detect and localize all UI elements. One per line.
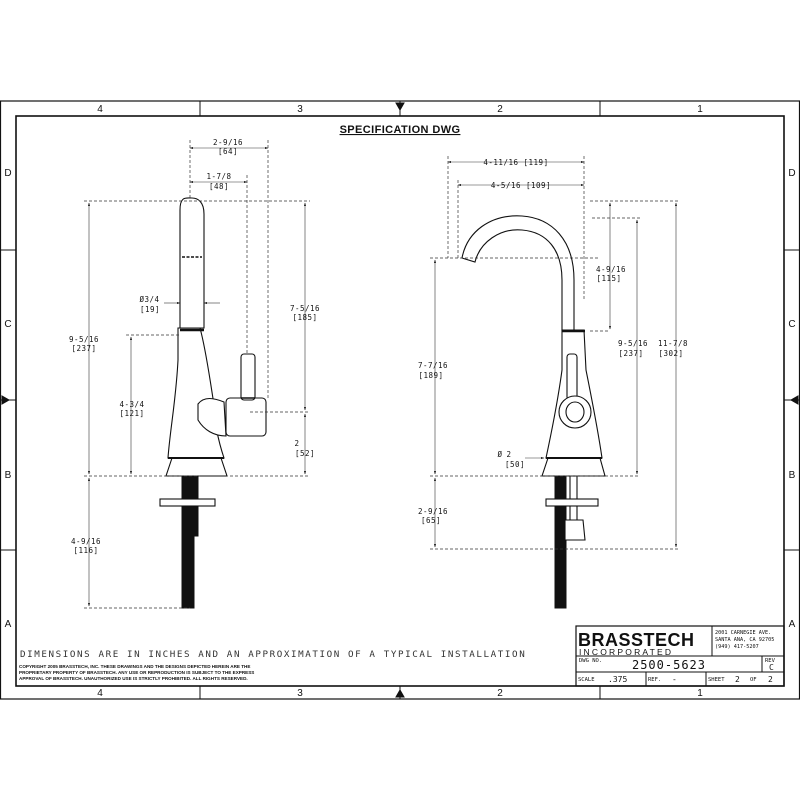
zone-labels: 4 3 2 1 4 3 2 1 D C B A D C B A: [4, 104, 795, 699]
sheet-value: 2: [735, 675, 740, 684]
dim-height-total-mm: [237]: [71, 344, 96, 353]
spout-tube: [179, 197, 205, 329]
rev-value: C: [769, 663, 774, 672]
address-line-2: SANTA ANA, CA 92705: [715, 637, 774, 643]
zone-row-d: D: [4, 168, 11, 179]
company-sub: INCORPORATED: [579, 647, 673, 657]
of-label: OF: [750, 677, 757, 683]
faucet-side-view: [461, 215, 606, 609]
scale-label: SCALE: [578, 677, 595, 683]
dim-width-mid-mm: [48]: [209, 182, 229, 191]
dim-width-top-mm: [64]: [218, 147, 238, 156]
shank-rod: [181, 475, 195, 609]
dim-height-base-mm: [52]: [295, 449, 315, 458]
dim-side-height-body: 9-5/16: [618, 339, 648, 348]
zone-col-1-bottom: 1: [697, 688, 703, 699]
handle-body: [225, 397, 267, 437]
dim-deck-mm: [65]: [421, 516, 441, 525]
side-gooseneck: [461, 215, 575, 331]
scale-value: .375: [608, 675, 627, 684]
dim-reach-inner: 4-5/16 [109]: [491, 181, 551, 190]
dim-height-handle-mm: [121]: [119, 409, 144, 418]
ref-label: REF.: [648, 677, 661, 683]
address-line-3: (949) 417-5207: [715, 644, 759, 650]
zone-col-3: 3: [297, 104, 303, 115]
dim-side-height-body-mm: [237]: [618, 349, 643, 358]
zone-row-b-right: B: [789, 470, 796, 481]
dim-width-top: 2-9/16: [213, 138, 243, 147]
dim-side-diameter-mm: [50]: [505, 460, 525, 469]
dim-reach-outer: 4-11/16 [119]: [483, 158, 548, 167]
dim-height-base: 2: [294, 439, 299, 448]
sheet-label: SHEET: [708, 677, 725, 683]
dim-shank: 4-9/16: [71, 537, 101, 546]
zone-col-2-bottom: 2: [497, 688, 503, 699]
dim-diameter-mm: [19]: [140, 305, 160, 314]
zone-row-d-right: D: [788, 168, 795, 179]
copyright-notice: COPYRIGHT 2005 BRASSTECH, INC. THESE DRA…: [19, 664, 254, 681]
handle-lever: [240, 353, 256, 401]
dim-height-spout: 7-5/16: [290, 304, 320, 313]
base: [165, 457, 228, 477]
of-value: 2: [768, 675, 773, 684]
dim-shank-mm: [116]: [73, 546, 98, 555]
mounting-plate: [159, 498, 216, 507]
dim-deck: 2-9/16: [418, 507, 448, 516]
zone-col-4-bottom: 4: [97, 688, 103, 699]
dim-outlet-height: 7-7/16: [418, 361, 448, 370]
dwg-number: 2500-5623: [632, 658, 706, 672]
rev-label: REV: [765, 658, 776, 664]
dim-height-total: 9-5/16: [69, 335, 99, 344]
drawing-title: SPECIFICATION DWG: [340, 124, 461, 136]
svg-text:APPROVAL OF BRASSTECH. UNAUTHO: APPROVAL OF BRASSTECH. UNAUTHORIZED USE …: [19, 676, 248, 681]
dim-height-handle: 4-3/4: [119, 400, 144, 409]
zone-col-1: 1: [697, 104, 703, 115]
dim-spout-drop: 4-9/16: [596, 265, 626, 274]
side-shank-rod: [554, 475, 567, 609]
dim-side-height-total: 11-7/8: [658, 339, 688, 348]
address-line-1: 2001 CARNEGIE AVE.: [715, 630, 771, 636]
dim-spout-drop-mm: [115]: [596, 274, 621, 283]
dim-outlet-height-mm: [189]: [418, 371, 443, 380]
zone-row-b: B: [5, 470, 12, 481]
side-base: [541, 457, 606, 477]
zone-row-c: C: [4, 319, 11, 330]
zone-col-3-bottom: 3: [297, 688, 303, 699]
svg-text:PROPRIETARY PROPERTY OF BRASST: PROPRIETARY PROPERTY OF BRASSTECH. ANY U…: [19, 670, 254, 675]
svg-text:COPYRIGHT 2005 BRASSTECH, INC.: COPYRIGHT 2005 BRASSTECH, INC. THESE DRA…: [19, 664, 250, 669]
ref-value: -: [672, 675, 677, 684]
dim-side-diameter: 2: [506, 450, 511, 459]
dim-height-spout-mm: [185]: [292, 313, 317, 322]
zone-col-4: 4: [97, 104, 103, 115]
company-logo: BRASSTECH: [578, 630, 695, 650]
faucet-front-view: [159, 197, 267, 609]
dim-side-height-total-mm: [302]: [658, 349, 683, 358]
dim-diameter-symbol: Ø: [139, 295, 144, 304]
zone-row-c-right: C: [788, 319, 795, 330]
zone-row-a: A: [5, 619, 12, 630]
dwg-no-label: DWG NO.: [579, 658, 602, 664]
zone-row-a-right: A: [789, 619, 796, 630]
dim-width-mid: 1-7/8: [206, 172, 231, 181]
handle-hub: [197, 397, 227, 437]
zone-col-2: 2: [497, 104, 503, 115]
front-view-dimensions: 2-9/16 [64] 1-7/8 [48] Ø 3/4 [19] 9-5/16…: [69, 138, 320, 609]
dimensions-note: DIMENSIONS ARE IN INCHES AND AN APPROXIM…: [20, 649, 526, 660]
title-block: BRASSTECH INCORPORATED 2001 CARNEGIE AVE…: [575, 625, 785, 687]
side-view-dimensions: 4-11/16 [119] 4-5/16 [109] 4-9/16 [115] …: [418, 156, 688, 550]
dim-diameter: 3/4: [144, 295, 159, 304]
side-nut: [564, 519, 586, 541]
side-handle-lever: [566, 353, 578, 401]
side-mounting-plate: [545, 498, 599, 507]
dim-side-diameter-symbol: Ø: [497, 450, 502, 459]
body: [167, 327, 225, 459]
